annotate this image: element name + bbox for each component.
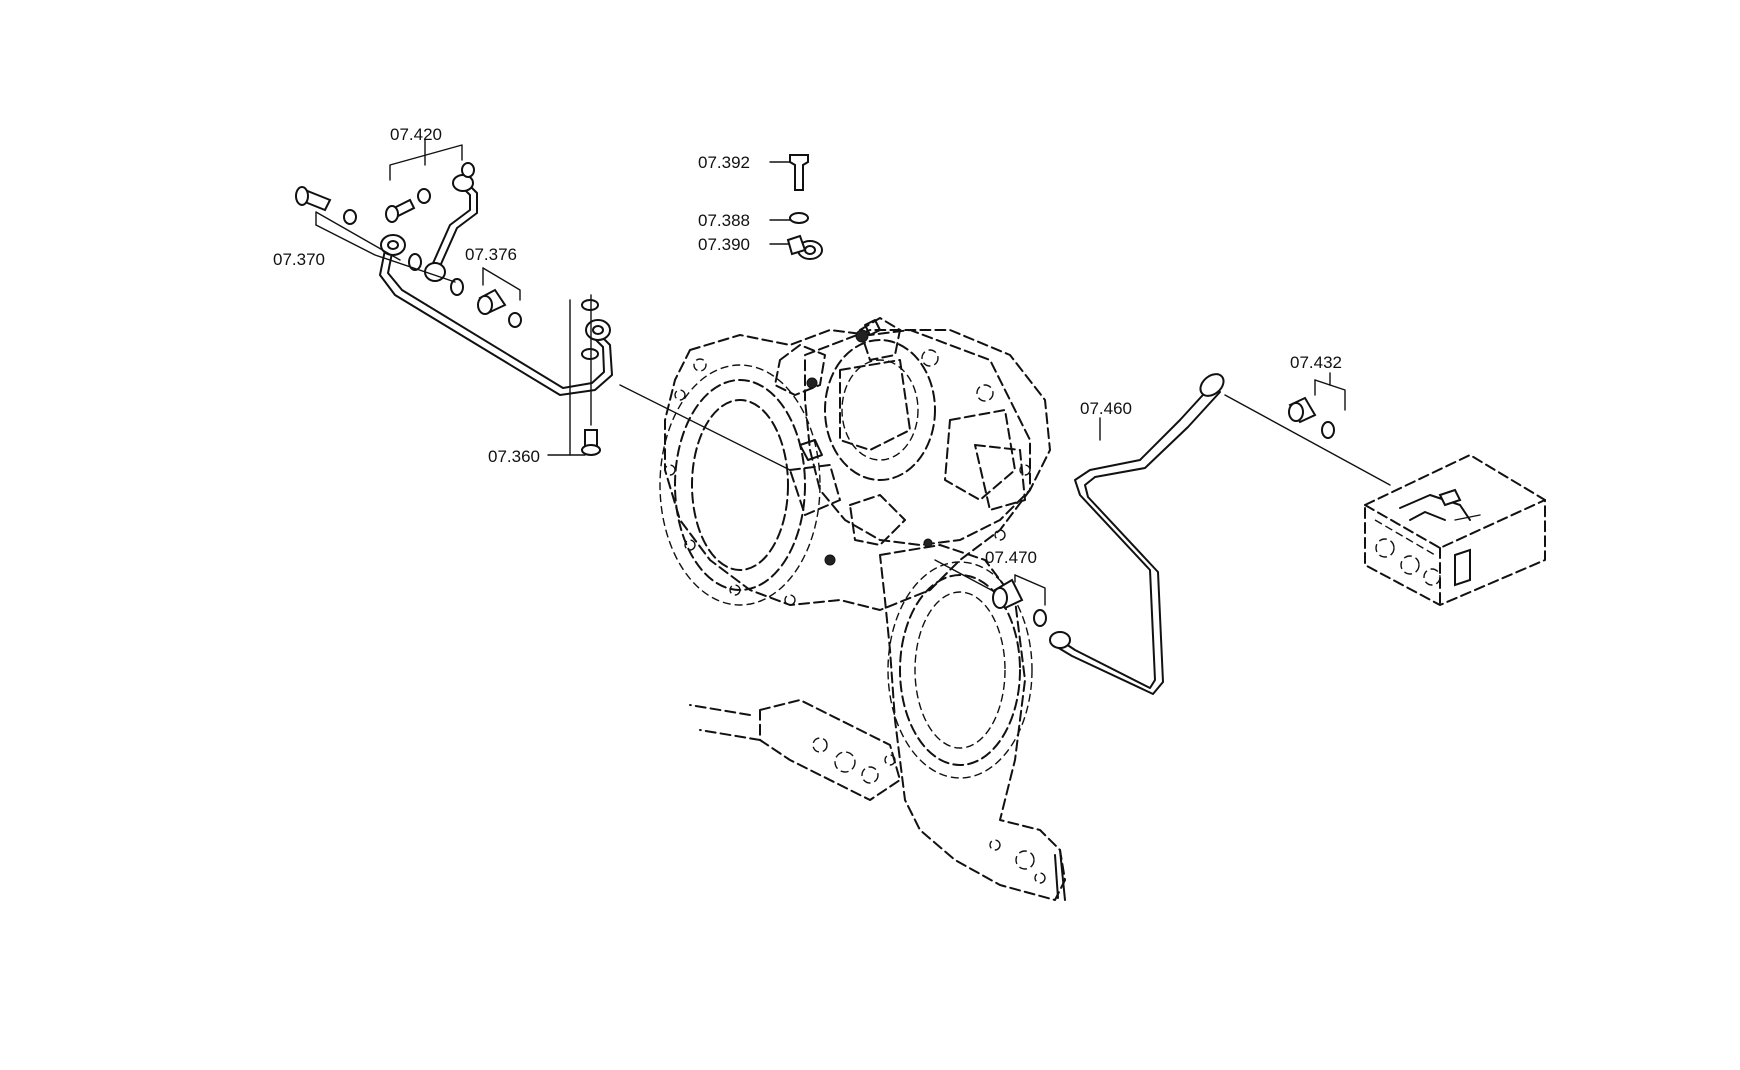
callout-07-432: 07.432 — [1290, 353, 1342, 372]
callout-07-392: 07.392 — [698, 153, 750, 172]
callout-07-420: 07.420 — [390, 125, 442, 144]
bolt-07-370 — [295, 186, 357, 225]
left-pipe-assembly — [295, 139, 791, 471]
bolt-clamp-assembly — [769, 154, 823, 260]
callout-07-370: 07.370 — [273, 250, 325, 269]
pipe-07-460 — [1049, 373, 1225, 695]
callout-07-376: 07.376 — [465, 245, 517, 264]
transmission-housing — [659, 317, 1066, 901]
bolt-07-360 — [581, 294, 601, 456]
fitting-07-470 — [934, 559, 1047, 627]
callout-07-360: 07.360 — [488, 447, 540, 466]
bolt-07-420 — [385, 162, 475, 223]
plug-07-376 — [477, 288, 507, 315]
callout-07-390: 07.390 — [698, 235, 750, 254]
control-unit-box — [1224, 372, 1546, 606]
callout-07-460: 07.460 — [1080, 399, 1132, 418]
callout-07-470: 07.470 — [985, 548, 1037, 567]
callout-07-388: 07.388 — [698, 211, 750, 230]
